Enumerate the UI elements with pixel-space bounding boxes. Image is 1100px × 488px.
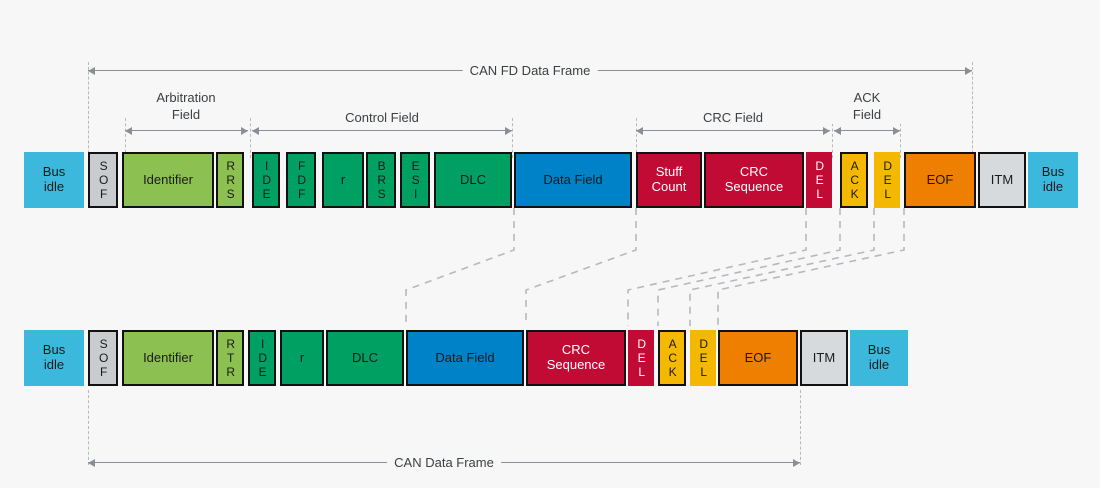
segment-label: IDE [259, 159, 274, 201]
segment-label: DLC [351, 349, 378, 365]
segment-fd-dlc[interactable]: DLC [434, 152, 512, 208]
segment-label: SOF [96, 159, 111, 201]
guide-can-frame-end [800, 390, 801, 465]
segment-fd-ack[interactable]: ACK [840, 152, 868, 208]
segment-can-ack[interactable]: ACK [658, 330, 686, 386]
segment-fd-sof[interactable]: SOF [88, 152, 118, 208]
segment-fd-rrs[interactable]: RRS [216, 152, 244, 208]
segment-fd-del-1[interactable]: DEL [806, 152, 832, 208]
segment-can-dlc[interactable]: DLC [326, 330, 404, 386]
guide-control-end [512, 118, 513, 158]
segment-fd-r[interactable]: r [322, 152, 364, 208]
segment-label: BRS [374, 159, 389, 201]
segment-can-rtr[interactable]: RTR [216, 330, 244, 386]
segment-can-ide[interactable]: IDE [248, 330, 276, 386]
guide-fd-frame-start [88, 62, 89, 158]
segment-fd-brs[interactable]: BRS [366, 152, 396, 208]
segment-label: EOF [744, 349, 772, 365]
segment-label: EOF [926, 171, 954, 187]
segment-label: RTR [223, 337, 238, 379]
segment-can-del-1[interactable]: DEL [628, 330, 654, 386]
guide-arbitration-start [125, 118, 126, 158]
segment-can-sof[interactable]: SOF [88, 330, 118, 386]
connector-del2 [689, 208, 875, 326]
connector-eof [717, 208, 905, 326]
segment-can-del-2[interactable]: DEL [690, 330, 716, 386]
segment-can-itm[interactable]: ITM [800, 330, 848, 386]
segment-label: r [299, 349, 305, 365]
measure-ack-line [834, 126, 900, 135]
segment-label: FDF [294, 159, 309, 201]
segment-label: ACK [665, 337, 680, 379]
measure-arbitration-line [125, 126, 248, 135]
segment-label: ITM [812, 349, 836, 365]
segment-label: SOF [96, 337, 111, 379]
connector-del1 [627, 208, 807, 326]
segment-fd-esi[interactable]: ESI [400, 152, 430, 208]
segment-label: IDE [255, 337, 270, 379]
segment-fd-itm[interactable]: ITM [978, 152, 1026, 208]
segment-label: DEL [812, 159, 827, 201]
segment-fd-fdf[interactable]: FDF [286, 152, 316, 208]
segment-label: Identifier [143, 349, 193, 365]
segment-can-eof[interactable]: EOF [718, 330, 798, 386]
segment-label: Data Field [435, 349, 495, 365]
measure-can-fd-frame-label: CAN FD Data Frame [462, 63, 598, 80]
segment-label: Identifier [143, 171, 193, 187]
segment-label: Data Field [543, 171, 603, 187]
connector-data-field-start [405, 208, 515, 326]
segment-label: RRS [223, 159, 238, 201]
guide-crc-end [832, 118, 833, 158]
segment-label: DEL [880, 159, 895, 201]
segment-can-identifier[interactable]: Identifier [122, 330, 214, 386]
segment-label: DLC [459, 171, 486, 187]
segment-fd-identifier[interactable]: Identifier [122, 152, 214, 208]
measure-control-line [252, 126, 512, 135]
segment-label: ESI [408, 159, 423, 201]
segment-can-r[interactable]: r [280, 330, 324, 386]
segment-label: ACK [847, 159, 862, 201]
measure-crc-label: CRC Field [696, 110, 770, 127]
segment-label: DEL [634, 337, 649, 379]
measure-control-label: Control Field [338, 110, 426, 127]
measure-can-frame-label: CAN Data Frame [387, 455, 501, 472]
segment-label: r [340, 171, 346, 187]
connector-crc-start [525, 208, 637, 326]
guide-arbitration-end [250, 118, 251, 158]
segment-label: ITM [990, 171, 1014, 187]
segment-fd-del-2[interactable]: DEL [874, 152, 900, 208]
segment-label: DEL [696, 337, 711, 379]
connector-ack [657, 208, 841, 326]
guide-crc-start [636, 118, 637, 158]
guide-can-frame-start [88, 390, 89, 465]
segment-fd-eof[interactable]: EOF [904, 152, 976, 208]
measure-crc-line [636, 126, 830, 135]
segment-can-data-field[interactable]: Data Field [406, 330, 524, 386]
segment-fd-data-field[interactable]: Data Field [514, 152, 632, 208]
guide-fd-frame-end [972, 62, 973, 158]
guide-ack-end [900, 118, 901, 158]
segment-fd-ide[interactable]: IDE [252, 152, 280, 208]
